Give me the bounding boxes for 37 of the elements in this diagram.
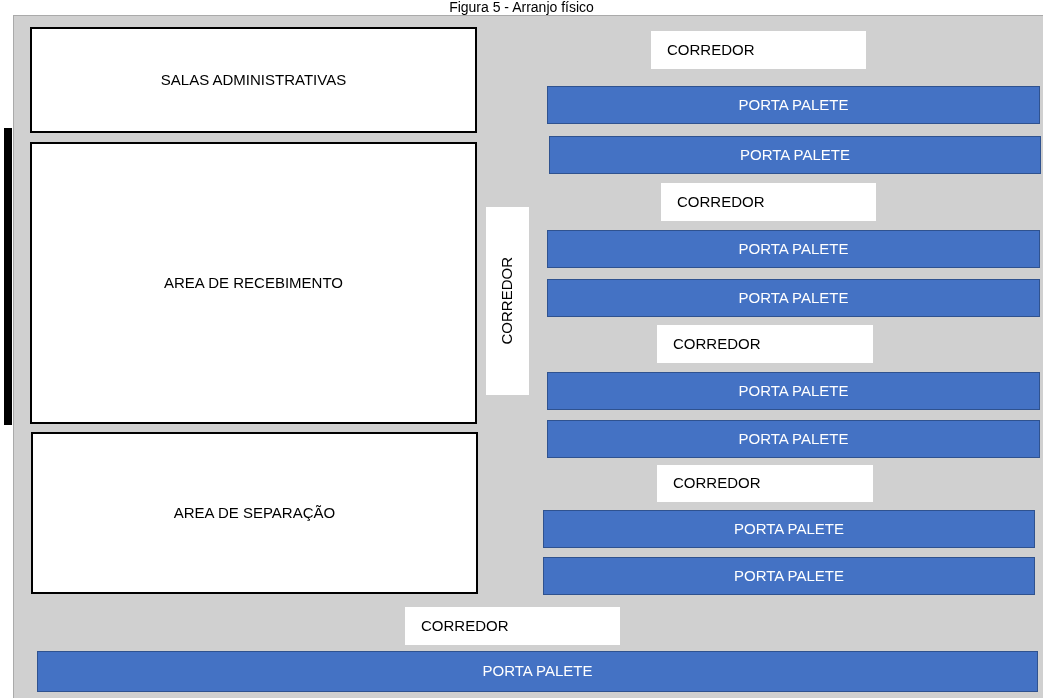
area-label: CORREDOR xyxy=(421,615,509,636)
area-label: PORTA PALETE xyxy=(733,518,844,539)
room-area xyxy=(31,432,478,594)
area-label: PORTA PALETE xyxy=(738,287,849,308)
aisle-area xyxy=(651,31,866,69)
pallet-rack xyxy=(543,510,1035,548)
area-label: CORREDOR xyxy=(677,191,765,212)
aisle-area xyxy=(486,207,529,395)
figure-title: Figura 5 - Arranjo físico xyxy=(448,0,595,15)
area-label: PORTA PALETE xyxy=(738,428,849,449)
area-label: PORTA PALETE xyxy=(482,661,593,682)
area-label: CORREDOR xyxy=(673,473,761,494)
area-label: PORTA PALETE xyxy=(738,380,849,401)
area-label: CORREDOR xyxy=(673,333,761,354)
pallet-rack xyxy=(547,372,1040,410)
area-label: PORTA PALETE xyxy=(739,144,850,165)
pallet-rack xyxy=(547,420,1040,458)
room-area xyxy=(30,27,477,133)
pallet-rack xyxy=(547,230,1040,268)
area-label: PORTA PALETE xyxy=(738,94,849,115)
area-label: CORREDOR xyxy=(667,39,755,60)
pallet-rack xyxy=(547,86,1040,124)
aisle-area xyxy=(657,465,873,502)
pallet-rack xyxy=(549,136,1041,174)
aisle-area xyxy=(661,183,876,221)
aisle-area xyxy=(657,325,873,363)
area-label: CORREDOR xyxy=(497,257,517,345)
area-label: AREA DE RECEBIMENTO xyxy=(164,272,343,293)
pallet-rack xyxy=(543,557,1035,595)
pallet-rack xyxy=(37,651,1038,692)
aisle-area xyxy=(405,607,620,645)
pallet-rack xyxy=(547,279,1040,317)
area-label: SALAS ADMINISTRATIVAS xyxy=(160,69,347,90)
area-label: PORTA PALETE xyxy=(733,565,844,586)
area-label: AREA DE SEPARAÇÃO xyxy=(173,502,336,523)
area-label: PORTA PALETE xyxy=(738,238,849,259)
room-area xyxy=(30,142,477,424)
